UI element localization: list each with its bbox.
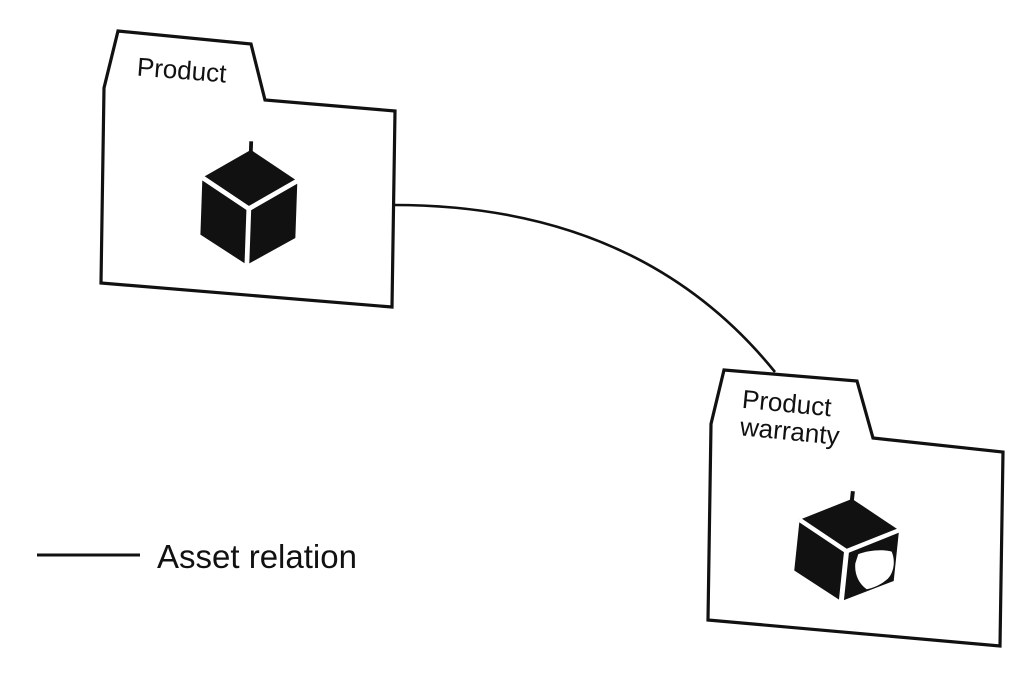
cube-icon bbox=[200, 141, 299, 265]
cube-face-separators bbox=[798, 518, 901, 602]
shield-cutout-icon bbox=[855, 550, 894, 590]
node-product-warranty: Product warranty bbox=[706, 368, 1005, 648]
cube-shield-icon bbox=[794, 490, 901, 602]
product-folder-label: Product bbox=[136, 52, 228, 89]
legend-label: Asset relation bbox=[157, 538, 357, 575]
node-product: Product bbox=[99, 29, 397, 309]
cube-face-separators bbox=[201, 175, 299, 265]
asset-relation-edge bbox=[393, 203, 777, 373]
legend: Asset relation bbox=[37, 538, 357, 575]
